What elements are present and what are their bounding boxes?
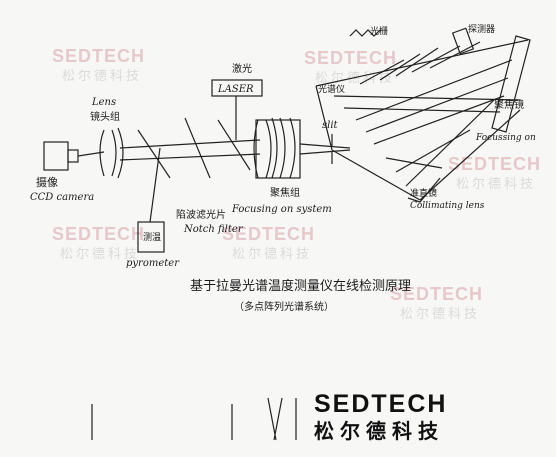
diagram-title: 基于拉曼光谱温度测量仪在线检测原理: [190, 278, 411, 294]
grating-label-cn: 光栅: [370, 25, 388, 37]
watermark-en: SEDTECH: [448, 154, 541, 174]
beam-splitters: [137, 117, 251, 179]
ccd-label-cn: 摄像: [36, 175, 58, 189]
grating: 光栅 光谱仪: [318, 25, 388, 95]
logo-text-cn: 松尔德科技: [314, 419, 444, 443]
beam-path: [77, 96, 351, 223]
watermark-cn: 松尔德科技: [62, 69, 142, 84]
ccd-camera: 摄像 CCD camera: [30, 141, 94, 203]
focusing-mirror-label-cn: 聚焦镜: [494, 98, 524, 111]
ccd-label-en: CCD camera: [30, 192, 94, 203]
focusing-system-label: Focusing on system: [231, 204, 332, 215]
lens-label-cn: 镜头组: [90, 110, 120, 123]
collimating-mirror: 准直镜 Collimating lens: [407, 177, 485, 211]
laser-label-en: LASER: [217, 84, 254, 95]
pyrometer-label-en: pyrometer: [126, 258, 180, 269]
spectrometer-rays: [315, 39, 529, 201]
slit: slit: [322, 120, 339, 164]
detector-label-cn: 探测器: [468, 23, 495, 35]
diagram-subtitle: （多点阵列光谱系统）: [234, 300, 334, 313]
focusing-mirror-label-en: Focussing on: [475, 133, 536, 143]
watermark-cn: 松尔德科技: [232, 247, 312, 262]
lens-label-en: Lens: [91, 97, 116, 108]
pyrometer: 测温 pyrometer: [126, 221, 180, 269]
laser-source: LASER 激光: [211, 62, 263, 97]
laser-label-cn: 激光: [232, 62, 252, 75]
focusing-mirror: 聚焦镜 Focussing on: [475, 35, 536, 143]
watermark-en: SEDTECH: [222, 224, 315, 244]
watermark-cn: 松尔德科技: [60, 247, 140, 262]
logo-text-en: SEDTECH: [314, 390, 447, 418]
pyrometer-label-cn: 测温: [143, 232, 161, 243]
watermarks: SEDTECH 松尔德科技 SEDTECH 松尔德科技 SEDTECH 松尔德科…: [52, 46, 541, 322]
watermark-en: SEDTECH: [304, 48, 397, 68]
watermark-cn: 松尔德科技: [400, 307, 480, 322]
spectrometer-label-cn: 光谱仪: [318, 83, 345, 95]
watermark-en: SEDTECH: [390, 284, 483, 304]
notch-label-en: Notch filter: [183, 224, 244, 235]
watermark-cn: 松尔德科技: [456, 177, 536, 192]
watermark-en: SEDTECH: [52, 224, 145, 244]
lens-group: Lens 镜头组: [90, 97, 124, 179]
collimating-label-cn: 准直镜: [410, 187, 437, 199]
detector: 探测器: [451, 23, 495, 55]
collimating-label-en: Collimating lens: [410, 201, 485, 211]
bottom-marks: [91, 397, 297, 441]
focusing-lens-group: 聚焦组 Focusing on system: [231, 117, 332, 215]
notch-filter: 陷波滤光片 Notch filter: [176, 208, 244, 235]
sedtech-logo: SEDTECH 松尔德科技: [314, 390, 447, 443]
focus-lens-label-cn: 聚焦组: [270, 186, 300, 199]
watermark-en: SEDTECH: [52, 46, 145, 66]
notch-label-cn: 陷波滤光片: [176, 208, 226, 221]
slit-label: slit: [322, 120, 339, 131]
